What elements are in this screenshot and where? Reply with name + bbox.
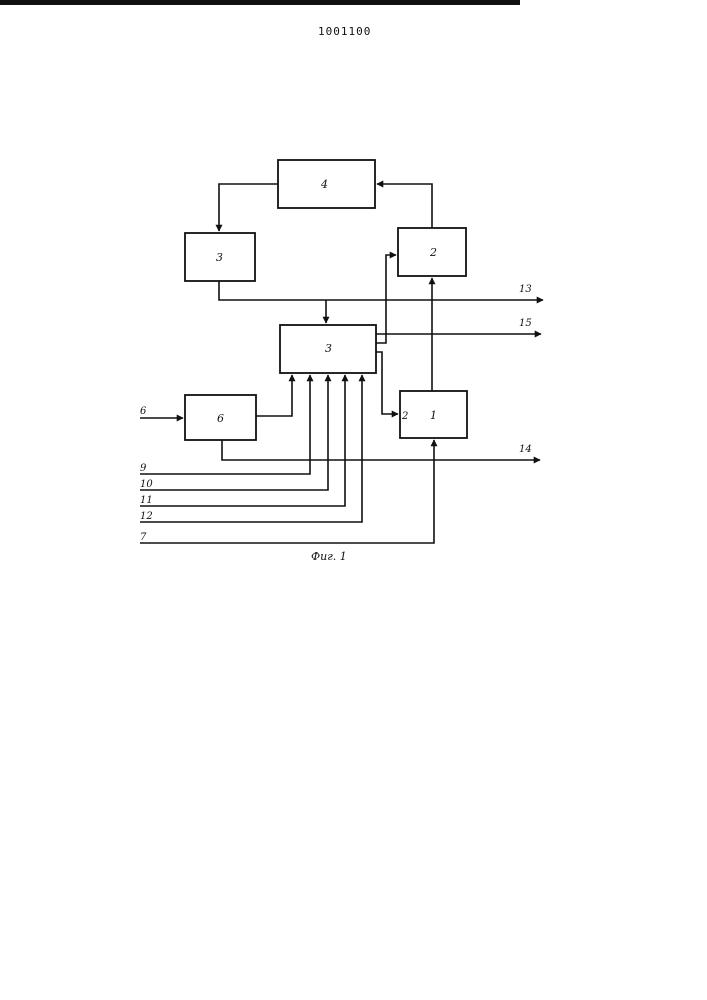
wire-3c-to-1	[376, 352, 398, 414]
wire-6-to-out14	[222, 440, 540, 460]
block-2-label: 2	[429, 246, 437, 259]
wire-6-to-3c	[256, 375, 292, 416]
figure-caption: Фиг. 1	[311, 550, 347, 563]
wire-3c-to-2	[376, 255, 396, 343]
block-1-input-label: 2	[401, 411, 408, 422]
block-4-label: 4	[320, 178, 328, 191]
input-label-11: 11	[140, 495, 153, 506]
block-4: 4	[278, 160, 375, 208]
output-label-15: 15	[519, 318, 532, 329]
input-label-6: 6	[140, 406, 147, 417]
wire-in7-to-1	[140, 440, 434, 543]
output-label-14: 14	[519, 444, 532, 455]
block-6: 6	[185, 395, 256, 440]
input-label-7: 7	[140, 532, 147, 543]
block-3-left-label: 3	[216, 251, 223, 264]
block-6-label: 6	[217, 412, 224, 425]
output-label-13: 13	[519, 284, 532, 295]
block-2: 2	[398, 228, 466, 276]
block-3-left: 3	[185, 233, 255, 281]
block-1: 1 2	[400, 391, 467, 438]
wire-3-to-out13	[219, 281, 543, 300]
input-label-9: 9	[140, 463, 147, 474]
block-3-center-label: 3	[325, 342, 332, 355]
wire-4-to-3	[219, 184, 278, 231]
input-label-10: 10	[140, 479, 153, 490]
block-1-label: 1	[430, 409, 437, 422]
wire-2-to-4	[377, 184, 432, 228]
block-3-center: 3	[280, 325, 376, 373]
input-label-12: 12	[140, 511, 153, 522]
